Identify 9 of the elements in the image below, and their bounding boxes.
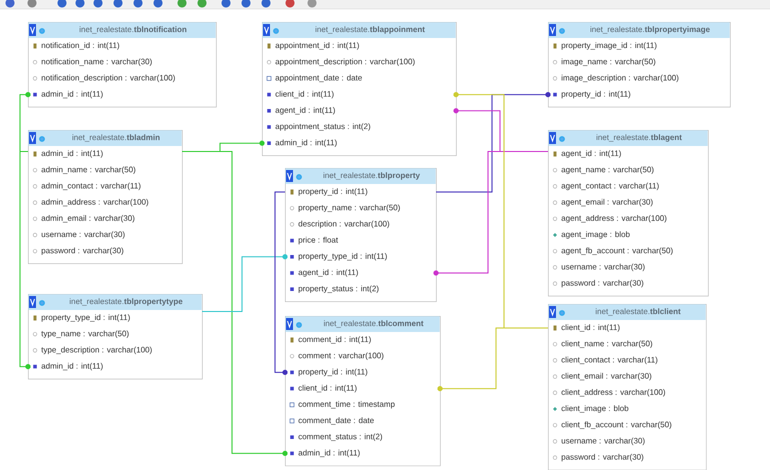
table-box: inet_realestate.tblpropertytype property_type_id : int(11) type_name : varchar(50) type_description : varchar(100) admin_id : int(11)	[28, 294, 203, 380]
table-box: inet_realestate.tblcomment comment_id : int(11) comment : varchar(100) property_id : int(11) client_id : int(11) comment_time : timestamp comment_date : date comment_status : int(2) admin_id : int(11)	[285, 316, 441, 466]
table-box: inet_realestate.tblagent agent_id : int(11) agent_name : varchar(50) agent_contact : varchar(11) agent_email : varchar(30) agent_address : varchar(100) agent_image : blob agent_fb_account : varchar(50) username : varchar(30) password : varchar(30)	[548, 130, 709, 296]
table-box: inet_realestate.tblpropertyimage property_image_id : int(11) image_name : varchar(50) image_description : varchar(100) property_id : int(11)	[548, 22, 731, 108]
table-box: inet_realestate.tblnotification notification_id : int(11) notification_name : varchar(30) notification_description : varchar(100) admin_id : int(11)	[28, 22, 217, 108]
table-box: inet_realestate.tblproperty property_id : int(11) property_name : varchar(50) description : varchar(100) price : float property_type_id : int(11) agent_id : int(11) property_status : int(2)	[285, 168, 437, 302]
table-box: inet_realestate.tbladmin admin_id : int(11) admin_name : varchar(50) admin_contact : varchar(11) admin_address : varchar(100) admin_email : varchar(30) username : varchar(30) password : varchar(30)	[28, 130, 183, 264]
table-box: inet_realestate.tblclient client_id : int(11) client_name : varchar(50) client_contact : varchar(11) client_email : varchar(30) client_address : varchar(100) client_image : blob client_fb_account : varchar(50) username : varchar(30) password : varchar(30)	[548, 304, 707, 470]
table-box: inet_realestate.tblappoinment appointment_id : int(11) appointment_description : varchar(100) appointment_date : date client_id : int(11) agent_id : int(11) appointment_status : int(2) admin_id : int(11)	[262, 22, 457, 156]
